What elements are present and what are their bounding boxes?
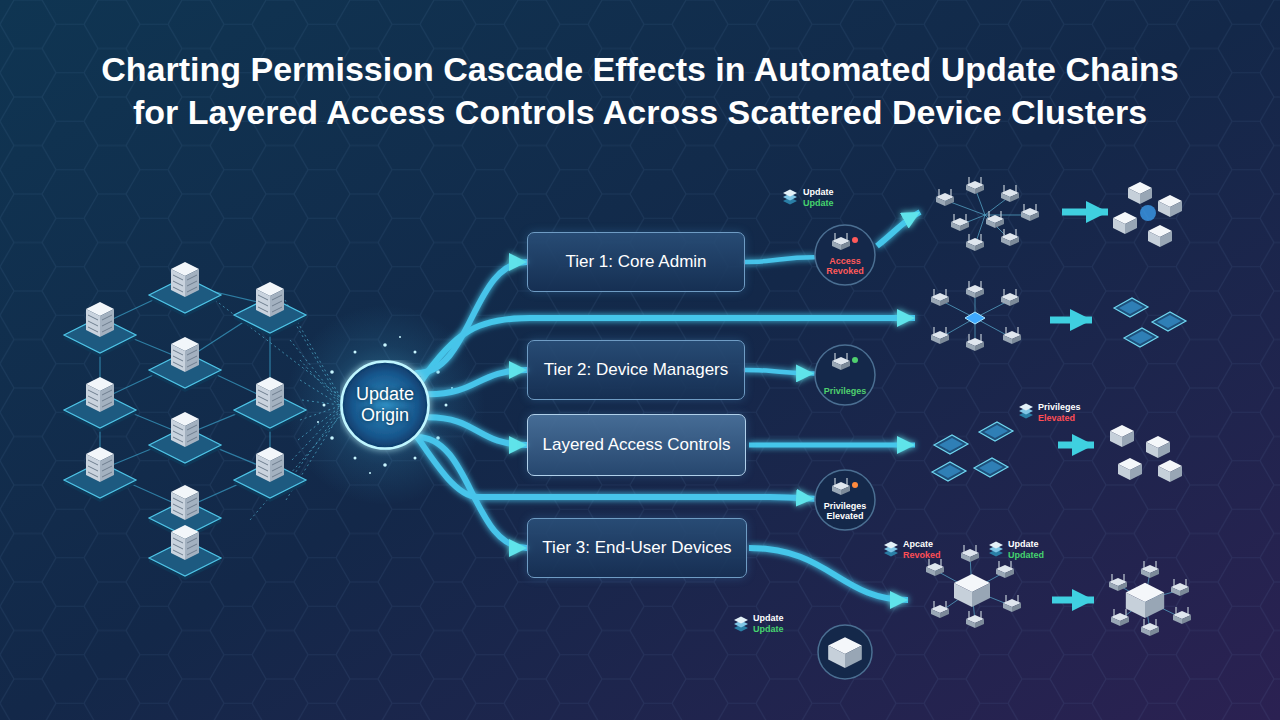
badge-outline — [814, 344, 876, 406]
flow-connector — [745, 257, 814, 262]
device-clusters — [734, 177, 1191, 679]
badge-outline — [814, 224, 876, 286]
status-text: Privileges Elevated — [821, 502, 869, 521]
flow-arrows — [420, 212, 920, 600]
label-holder: Updated — [1008, 550, 1044, 561]
label-holder: Update — [803, 198, 834, 209]
label-holder: Apcate — [903, 539, 933, 550]
flow-connector — [429, 370, 527, 394]
label-holder: Privileges — [1038, 402, 1081, 413]
tier-box: Tier 1: Core Admin — [527, 232, 745, 292]
node-label: Tier 3: End-User Devices — [542, 538, 731, 558]
label-holder: Revoked — [903, 550, 941, 561]
server-icons — [64, 262, 306, 580]
label-holder: Elevated — [1038, 413, 1075, 424]
label-holder: Update — [1008, 539, 1039, 550]
tier-box: Tier 3: End-User Devices — [527, 518, 747, 578]
node-label: Update Origin — [345, 384, 425, 425]
node-label: Tier 2: Device Managers — [544, 360, 729, 380]
sparkles — [317, 336, 453, 474]
status-label: Updated — [1008, 550, 1044, 561]
status-badge: Access Revoked — [814, 224, 876, 286]
status-badge: Privileges — [814, 344, 876, 406]
status-label: Update — [753, 613, 784, 624]
status-label: Update — [803, 198, 834, 209]
badge-outline — [814, 469, 876, 531]
status-label: Privileges — [1038, 402, 1081, 413]
label-holder: Update — [753, 624, 784, 635]
status-badge: Privileges Elevated — [814, 469, 876, 531]
status-text: Privileges — [821, 387, 869, 396]
flow-connector — [417, 262, 527, 373]
status-label: Revoked — [903, 550, 941, 561]
flow-connector — [745, 370, 814, 373]
status-text: Access Revoked — [821, 257, 869, 276]
label-holder: Update — [753, 613, 784, 624]
node-label: Tier 1: Core Admin — [565, 252, 706, 272]
origin-circle: Update Origin — [340, 360, 430, 450]
status-label: Apcate — [903, 539, 933, 550]
flow-connector — [428, 417, 527, 445]
status-label: Update — [753, 624, 784, 635]
node-label: Layered Access Controls — [542, 435, 730, 455]
access-box: Layered Access Controls — [527, 414, 746, 476]
label-holder: Update — [803, 187, 834, 198]
title: Charting Permission Cascade Effects in A… — [85, 48, 1195, 134]
status-label: Elevated — [1038, 413, 1075, 424]
tier-box: Tier 2: Device Managers — [527, 340, 745, 400]
status-label: Update — [1008, 539, 1039, 550]
flow-connector — [417, 437, 527, 548]
title-area: Charting Permission Cascade Effects in A… — [85, 48, 1195, 134]
status-label: Update — [803, 187, 834, 198]
fan-lines — [215, 300, 343, 520]
